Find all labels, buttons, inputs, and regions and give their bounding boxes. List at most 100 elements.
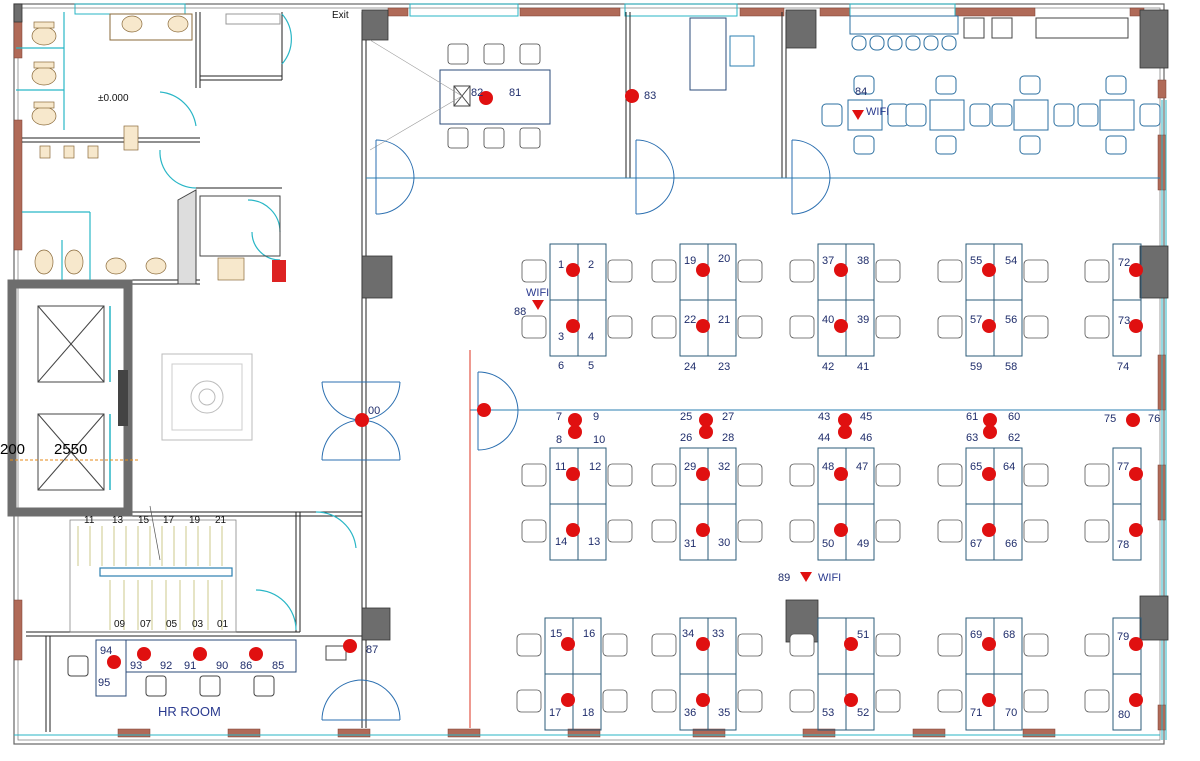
columns <box>13 3 1169 643</box>
seat-number-32: 32 <box>718 461 730 473</box>
seat-number-20: 20 <box>718 253 730 265</box>
chair <box>651 463 677 487</box>
seat-number-47: 47 <box>856 461 868 473</box>
mirror <box>225 13 281 25</box>
seat-number-7: 7 <box>556 411 562 423</box>
point-label-88: 88 <box>514 306 526 318</box>
network-outlet-icon <box>696 326 710 333</box>
stair-step-07: 07 <box>140 619 152 630</box>
stair-step-01: 01 <box>217 619 229 630</box>
network-outlet-icon <box>982 530 996 537</box>
chair <box>602 633 628 657</box>
point-label-83: 83 <box>644 90 656 102</box>
chair <box>521 315 547 339</box>
network-outlet-icon <box>838 413 852 420</box>
seat-number-58: 58 <box>1005 361 1017 373</box>
seat-number-90: 90 <box>216 660 228 672</box>
seat-number-77: 77 <box>1117 461 1129 473</box>
network-outlet-icon <box>696 530 710 537</box>
network-outlet-icon <box>479 91 493 98</box>
network-outlet-icon <box>696 644 710 651</box>
dimension-200: 200 <box>0 441 25 458</box>
chair <box>607 259 633 283</box>
elevation-label: ±0.000 <box>98 93 129 104</box>
network-outlet-icon <box>625 89 639 96</box>
fire-hydrant-icon <box>272 260 286 282</box>
chair <box>789 463 815 487</box>
network-outlet-icon <box>343 639 357 646</box>
staircase <box>69 505 237 633</box>
seat-number-49: 49 <box>857 538 869 550</box>
office-room <box>689 17 755 91</box>
network-outlet-icon <box>834 326 848 333</box>
seat-number-31: 31 <box>684 538 696 550</box>
seat-number-85: 85 <box>272 660 284 672</box>
network-outlet-icon <box>838 425 852 432</box>
seat-number-33: 33 <box>712 628 724 640</box>
network-outlet-icon <box>982 523 996 530</box>
network-outlet-icon <box>838 420 852 427</box>
chair <box>875 463 901 487</box>
network-outlet-icon <box>107 655 121 662</box>
seat-number-10: 10 <box>593 434 605 446</box>
stair-step-13: 13 <box>112 515 124 526</box>
network-outlet-icon <box>1129 693 1143 700</box>
seat-number-52: 52 <box>857 707 869 719</box>
network-outlet-icon <box>1129 326 1143 333</box>
chair <box>516 633 542 657</box>
chair <box>789 519 815 543</box>
seat-number-36: 36 <box>684 707 696 719</box>
network-outlet-icon <box>1129 319 1143 326</box>
network-outlet-icon <box>844 644 858 651</box>
network-outlet-icon <box>249 654 263 661</box>
network-outlet-icon <box>625 96 639 103</box>
point-label-84: 84 <box>855 86 867 98</box>
seat-number-11: 11 <box>555 461 566 473</box>
seat-number-15: 15 <box>550 628 562 640</box>
network-outlet-icon <box>834 263 848 270</box>
washroom-fixtures <box>31 15 245 281</box>
network-outlet-icon <box>699 425 713 432</box>
stair-step-11: 11 <box>84 515 95 526</box>
network-outlet-icon <box>355 413 369 420</box>
seat-number-74: 74 <box>1117 361 1129 373</box>
seat-number-79: 79 <box>1117 631 1129 643</box>
dimension-2550: 2550 <box>54 441 87 458</box>
network-outlet-icon <box>566 523 580 530</box>
network-outlet-icon <box>1129 474 1143 481</box>
network-outlet-icon <box>137 647 151 654</box>
network-outlet-icon <box>566 326 580 333</box>
seat-number-45: 45 <box>860 411 872 423</box>
network-outlet-icon <box>699 413 713 420</box>
seat-number-18: 18 <box>582 707 594 719</box>
chair <box>1084 315 1110 339</box>
network-outlet-icon <box>696 319 710 326</box>
network-outlet-icon <box>834 474 848 481</box>
hr-room-label: HR ROOM <box>158 704 221 719</box>
chair <box>937 633 963 657</box>
network-outlet-icon <box>1126 413 1140 420</box>
point-label-87: 87 <box>366 644 378 656</box>
seat-number-30: 30 <box>718 537 730 549</box>
seat-number-19: 19 <box>684 255 696 267</box>
seat-number-8: 8 <box>556 434 562 446</box>
seat-number-37: 37 <box>822 255 834 267</box>
chair <box>651 259 677 283</box>
wifi-access-point-icon <box>852 110 864 120</box>
network-outlet-icon <box>343 646 357 653</box>
seat-number-66: 66 <box>1005 538 1017 550</box>
network-outlet-icon <box>1129 523 1143 530</box>
network-outlet-icon <box>844 693 858 700</box>
chair <box>789 689 815 713</box>
chair <box>602 689 628 713</box>
network-outlet-icon <box>566 319 580 326</box>
wifi-label-88: WIFI <box>526 287 549 299</box>
seat-number-23: 23 <box>718 361 730 373</box>
seat-number-17: 17 <box>549 707 561 719</box>
network-outlet-icon <box>193 647 207 654</box>
seat-number-43: 43 <box>818 411 830 423</box>
network-outlet-icon <box>982 467 996 474</box>
chair <box>937 519 963 543</box>
